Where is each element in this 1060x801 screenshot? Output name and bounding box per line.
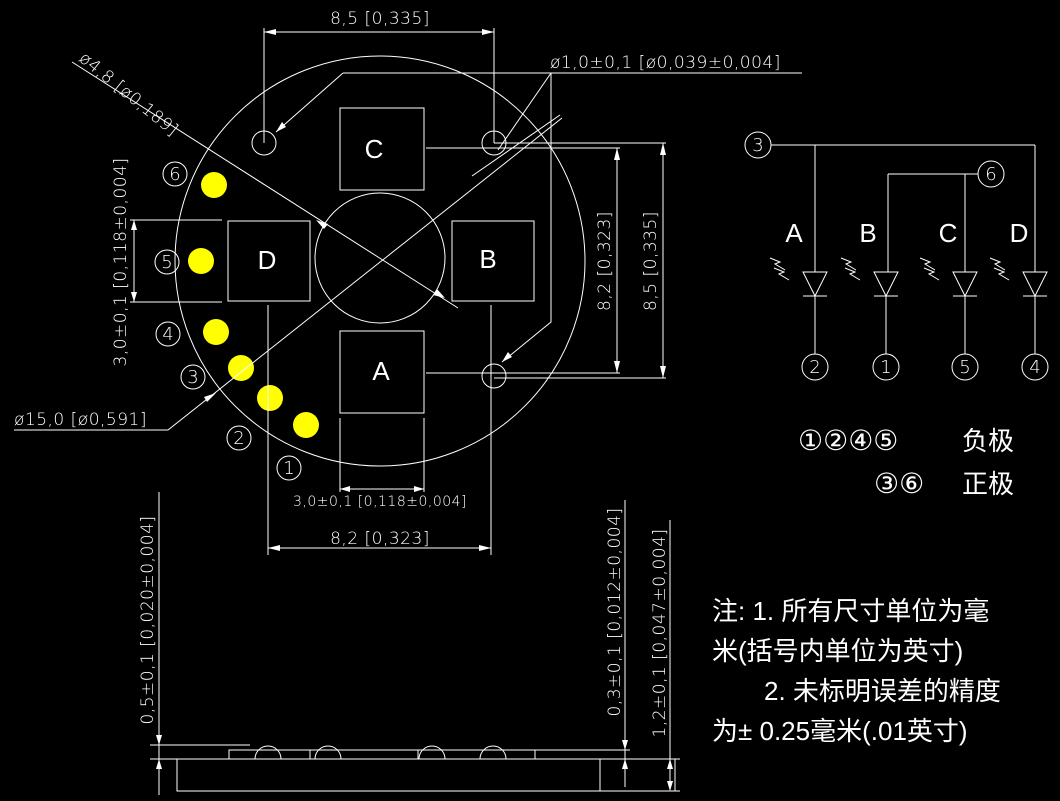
led-dot bbox=[228, 355, 254, 381]
pin-6: 6 bbox=[169, 164, 180, 185]
schematic-pin-3: 3 bbox=[752, 135, 763, 156]
schematic: 3 6 A B C D 2 1 5 4 bbox=[744, 131, 1049, 381]
legend-positive-label: 正极 bbox=[962, 469, 1014, 499]
dim-side-right-outer: 1,2±0,1 [0,047±0,004] bbox=[650, 528, 670, 737]
dimension-lines: 8,5 [0,335] 8,2 [0,323] 3,0±0,1 [0,118±0… bbox=[14, 9, 802, 555]
dim-pad-width: 3,0±0,1 [0,118±0,004] bbox=[293, 494, 467, 510]
note-line-2: 米(括号内单位为英寸) bbox=[712, 636, 963, 666]
dim-bottom-width: 8,2 [0,323] bbox=[330, 529, 430, 549]
legend: ①②④⑤ 负极 ③⑥ 正极 bbox=[798, 425, 1014, 499]
pin-1: 1 bbox=[283, 458, 294, 479]
dim-pad-height: 3,0±0,1 [0,118±0,004] bbox=[111, 157, 131, 366]
schematic-pin-2: 2 bbox=[809, 357, 820, 378]
pad-a bbox=[339, 330, 425, 414]
pad-c bbox=[339, 107, 425, 191]
schematic-pin-5: 5 bbox=[959, 357, 970, 378]
pin-numbers: 6 5 4 3 2 1 bbox=[154, 161, 302, 481]
diode-c bbox=[919, 257, 978, 354]
diode-d bbox=[989, 257, 1048, 354]
diodes bbox=[769, 257, 1048, 354]
pin-2: 2 bbox=[233, 428, 244, 449]
center-lens bbox=[314, 192, 446, 324]
dim-side-right-inner: 0,3±0,1 [0,012±0,004] bbox=[605, 507, 625, 716]
pad-c-label: C bbox=[365, 134, 384, 164]
led-label-c: C bbox=[939, 218, 958, 248]
diode-a bbox=[769, 257, 828, 354]
pin-3: 3 bbox=[187, 367, 198, 388]
notes: 注: 1. 所有尺寸单位为毫 米(括号内单位为英寸) 2. 未标明误差的精度 为… bbox=[712, 596, 1001, 746]
diode-b bbox=[840, 257, 899, 354]
led-dot bbox=[188, 248, 214, 274]
dim-right-inner: 8,2 [0,323] bbox=[595, 211, 615, 311]
legend-negative-label: 负极 bbox=[962, 426, 1014, 456]
led-dot bbox=[293, 412, 319, 438]
led-dot bbox=[201, 172, 227, 198]
pin-4: 4 bbox=[162, 324, 173, 345]
pad-a-label: A bbox=[372, 356, 390, 386]
led-dot bbox=[203, 319, 229, 345]
schematic-pin-4: 4 bbox=[1029, 357, 1040, 378]
dim-hole-dia: ø1,0±0,1 [ø0,039±0,004] bbox=[550, 53, 781, 73]
note-line-4: 为± 0.25毫米(.01英寸) bbox=[712, 716, 968, 746]
dim-center-dia: ø4,8 [ø0,189] bbox=[75, 48, 182, 140]
led-dots bbox=[188, 172, 319, 438]
note-line-1: 注: 1. 所有尺寸单位为毫 bbox=[712, 596, 989, 626]
outer-outline bbox=[174, 55, 586, 467]
pad-b-label: B bbox=[479, 244, 496, 274]
dim-top-width: 8,5 [0,335] bbox=[330, 9, 430, 29]
pad-b bbox=[451, 220, 535, 302]
dim-right-outer: 8,5 [0,335] bbox=[641, 211, 661, 311]
led-label-a: A bbox=[785, 218, 803, 248]
pin-5: 5 bbox=[161, 252, 172, 273]
pad-d bbox=[227, 220, 311, 302]
note-line-3: 2. 未标明误差的精度 bbox=[764, 676, 1001, 706]
led-dot bbox=[257, 385, 283, 411]
dim-side-left: 0,5±0,1 [0,020±0,004] bbox=[138, 515, 158, 724]
mount-hole bbox=[481, 363, 507, 389]
schematic-pin-6: 6 bbox=[985, 164, 996, 185]
top-view: C D B A 6 5 4 3 2 1 8,5 [0,335] 8,2 bbox=[14, 9, 802, 555]
pad-d-label: D bbox=[258, 245, 277, 275]
led-label-b: B bbox=[859, 218, 876, 248]
legend-positive-pins: ③⑥ bbox=[874, 468, 924, 499]
legend-negative-pins: ①②④⑤ bbox=[798, 425, 898, 456]
side-view: 0,5±0,1 [0,020±0,004] 0,3±0,1 [0,012±0,0… bbox=[138, 492, 680, 795]
led-label-d: D bbox=[1010, 218, 1029, 248]
dim-outer-dia: ø15,0 [ø0,591] bbox=[14, 410, 147, 430]
schematic-pin-1: 1 bbox=[880, 357, 891, 378]
